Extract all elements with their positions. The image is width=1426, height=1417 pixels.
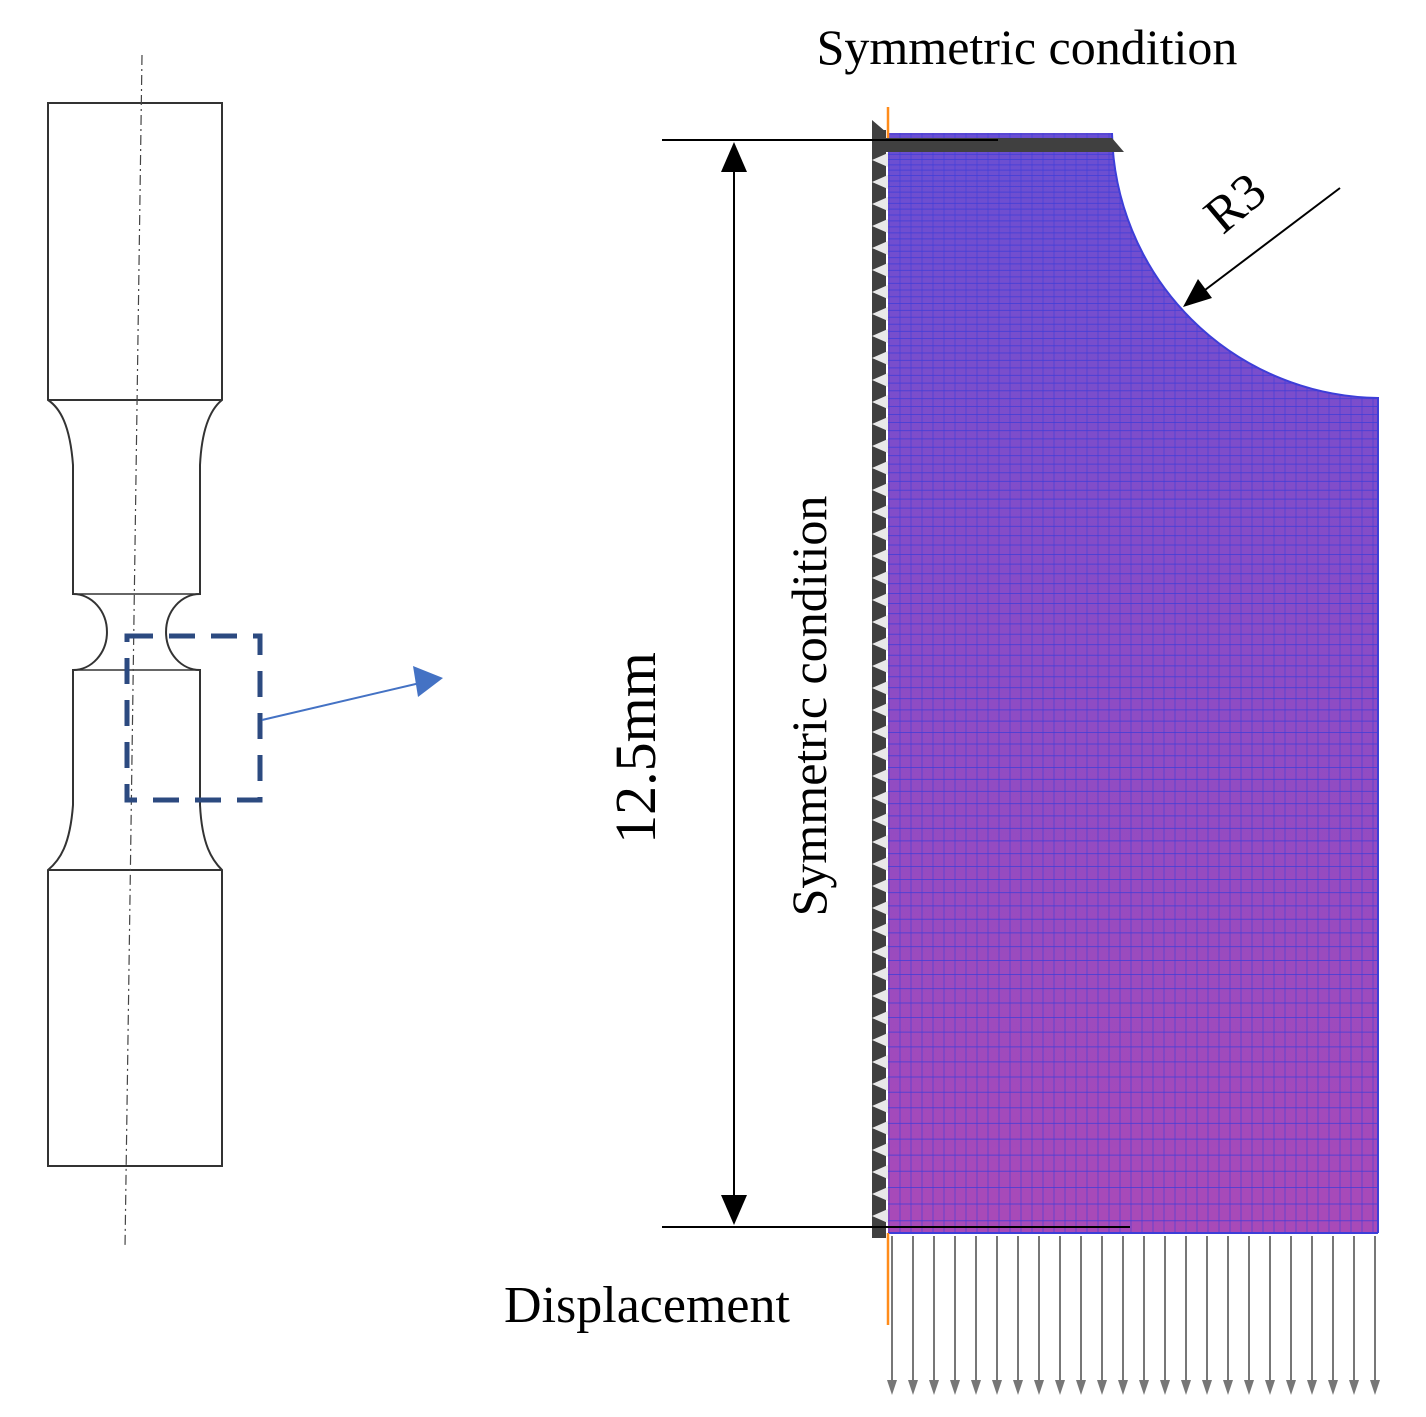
symmetry-mark bbox=[872, 945, 888, 959]
symmetry-mark bbox=[872, 857, 888, 871]
displacement-arrow bbox=[1286, 1236, 1296, 1395]
symmetry-mark bbox=[872, 439, 888, 453]
displacement-arrow bbox=[1097, 1236, 1107, 1395]
symmetry-mark bbox=[872, 725, 888, 739]
symmetry-mark bbox=[872, 615, 888, 629]
displacement-arrow bbox=[1181, 1236, 1191, 1395]
symmetry-mark bbox=[872, 351, 888, 365]
displacement-arrow bbox=[908, 1236, 918, 1395]
displacement-arrow bbox=[1139, 1236, 1149, 1395]
symmetry-marks bbox=[872, 153, 888, 1223]
symmetry-mark bbox=[872, 307, 888, 321]
symmetry-mark bbox=[872, 989, 888, 1003]
symmetry-mark bbox=[872, 703, 888, 717]
symmetry-mark bbox=[872, 879, 888, 893]
symmetry-edge-top bbox=[872, 138, 1124, 152]
symmetry-mark bbox=[872, 1033, 888, 1047]
symmetry-mark bbox=[872, 593, 888, 607]
displacement-arrow bbox=[1328, 1236, 1338, 1395]
displacement-arrows bbox=[887, 1236, 1380, 1395]
displacement-arrow bbox=[1076, 1236, 1086, 1395]
displacement-label: Displacement bbox=[504, 1277, 790, 1334]
symmetry-mark bbox=[872, 659, 888, 673]
displacement-arrow bbox=[1118, 1236, 1128, 1395]
displacement-arrow bbox=[1349, 1236, 1359, 1395]
symmetry-mark bbox=[872, 417, 888, 431]
top-symmetric-label: Symmetric condition bbox=[817, 19, 1238, 75]
symmetry-mark bbox=[872, 1011, 888, 1025]
symmetry-mark bbox=[872, 747, 888, 761]
specimen-drawing bbox=[47, 54, 443, 1249]
fe-model bbox=[872, 107, 1380, 1395]
displacement-arrow bbox=[1055, 1236, 1065, 1395]
symmetry-corner-mark bbox=[872, 120, 886, 132]
displacement-arrow bbox=[1034, 1236, 1044, 1395]
symmetry-mark bbox=[872, 1165, 888, 1179]
symmetry-mark bbox=[872, 769, 888, 783]
symmetry-mark bbox=[872, 527, 888, 541]
symmetry-mark bbox=[872, 329, 888, 343]
symmetry-mark bbox=[872, 549, 888, 563]
symmetry-mark bbox=[872, 197, 888, 211]
symmetry-mark bbox=[872, 1055, 888, 1069]
symmetry-mark bbox=[872, 1187, 888, 1201]
displacement-arrow bbox=[1202, 1236, 1212, 1395]
symmetry-mark bbox=[872, 461, 888, 475]
mesh-region bbox=[888, 133, 1378, 1233]
symmetry-mark bbox=[872, 153, 888, 167]
displacement-arrow bbox=[950, 1236, 960, 1395]
displacement-arrow bbox=[992, 1236, 1002, 1395]
symmetry-mark bbox=[872, 241, 888, 255]
symmetry-mark bbox=[872, 395, 888, 409]
symmetry-mark bbox=[872, 791, 888, 805]
symmetry-mark bbox=[872, 219, 888, 233]
symmetry-mark bbox=[872, 835, 888, 849]
symmetry-mark bbox=[872, 1099, 888, 1113]
specimen-outline bbox=[47, 102, 223, 1167]
symmetry-mark bbox=[872, 1209, 888, 1223]
displacement-arrow bbox=[1244, 1236, 1254, 1395]
symmetry-mark bbox=[872, 923, 888, 937]
displacement-arrow bbox=[1013, 1236, 1023, 1395]
side-symmetric-label: Symmetric condition bbox=[781, 496, 837, 917]
symmetry-mark bbox=[872, 637, 888, 651]
displacement-arrow bbox=[887, 1236, 897, 1395]
displacement-arrow bbox=[971, 1236, 981, 1395]
dimension-arrow-top bbox=[721, 142, 747, 172]
symmetry-mark bbox=[872, 813, 888, 827]
symmetry-mark bbox=[872, 901, 888, 915]
symmetry-mark bbox=[872, 967, 888, 981]
displacement-arrow bbox=[929, 1236, 939, 1395]
symmetry-mark bbox=[872, 285, 888, 299]
symmetry-mark bbox=[872, 1077, 888, 1091]
symmetry-edge-left bbox=[872, 130, 886, 1238]
displacement-arrow bbox=[1370, 1236, 1380, 1395]
specimen-centerline bbox=[124, 54, 143, 1249]
symmetry-mark bbox=[872, 505, 888, 519]
symmetry-mark bbox=[872, 373, 888, 387]
dimension-label: 12.5mm bbox=[603, 652, 668, 844]
callout-arrow bbox=[261, 682, 421, 721]
symmetry-mark bbox=[872, 263, 888, 277]
displacement-arrow bbox=[1160, 1236, 1170, 1395]
radius-leader bbox=[1204, 187, 1341, 291]
symmetry-mark bbox=[872, 175, 888, 189]
dimension-annotation bbox=[662, 139, 1130, 1228]
symmetry-mark bbox=[872, 1143, 888, 1157]
radius-leader-arrow bbox=[1183, 279, 1212, 307]
dimension-arrow-bottom bbox=[721, 1195, 747, 1225]
callout-arrow-head bbox=[413, 666, 443, 697]
symmetry-mark bbox=[872, 681, 888, 695]
symmetry-mark bbox=[872, 1121, 888, 1135]
displacement-arrow bbox=[1265, 1236, 1275, 1395]
symmetry-mark bbox=[872, 571, 888, 585]
mesh-outline bbox=[1111, 132, 1379, 1233]
radius-label: R3 bbox=[1194, 162, 1277, 245]
callout-box bbox=[124, 633, 263, 803]
symmetry-mark bbox=[872, 483, 888, 497]
displacement-arrow bbox=[1307, 1236, 1317, 1395]
displacement-arrow bbox=[1223, 1236, 1233, 1395]
